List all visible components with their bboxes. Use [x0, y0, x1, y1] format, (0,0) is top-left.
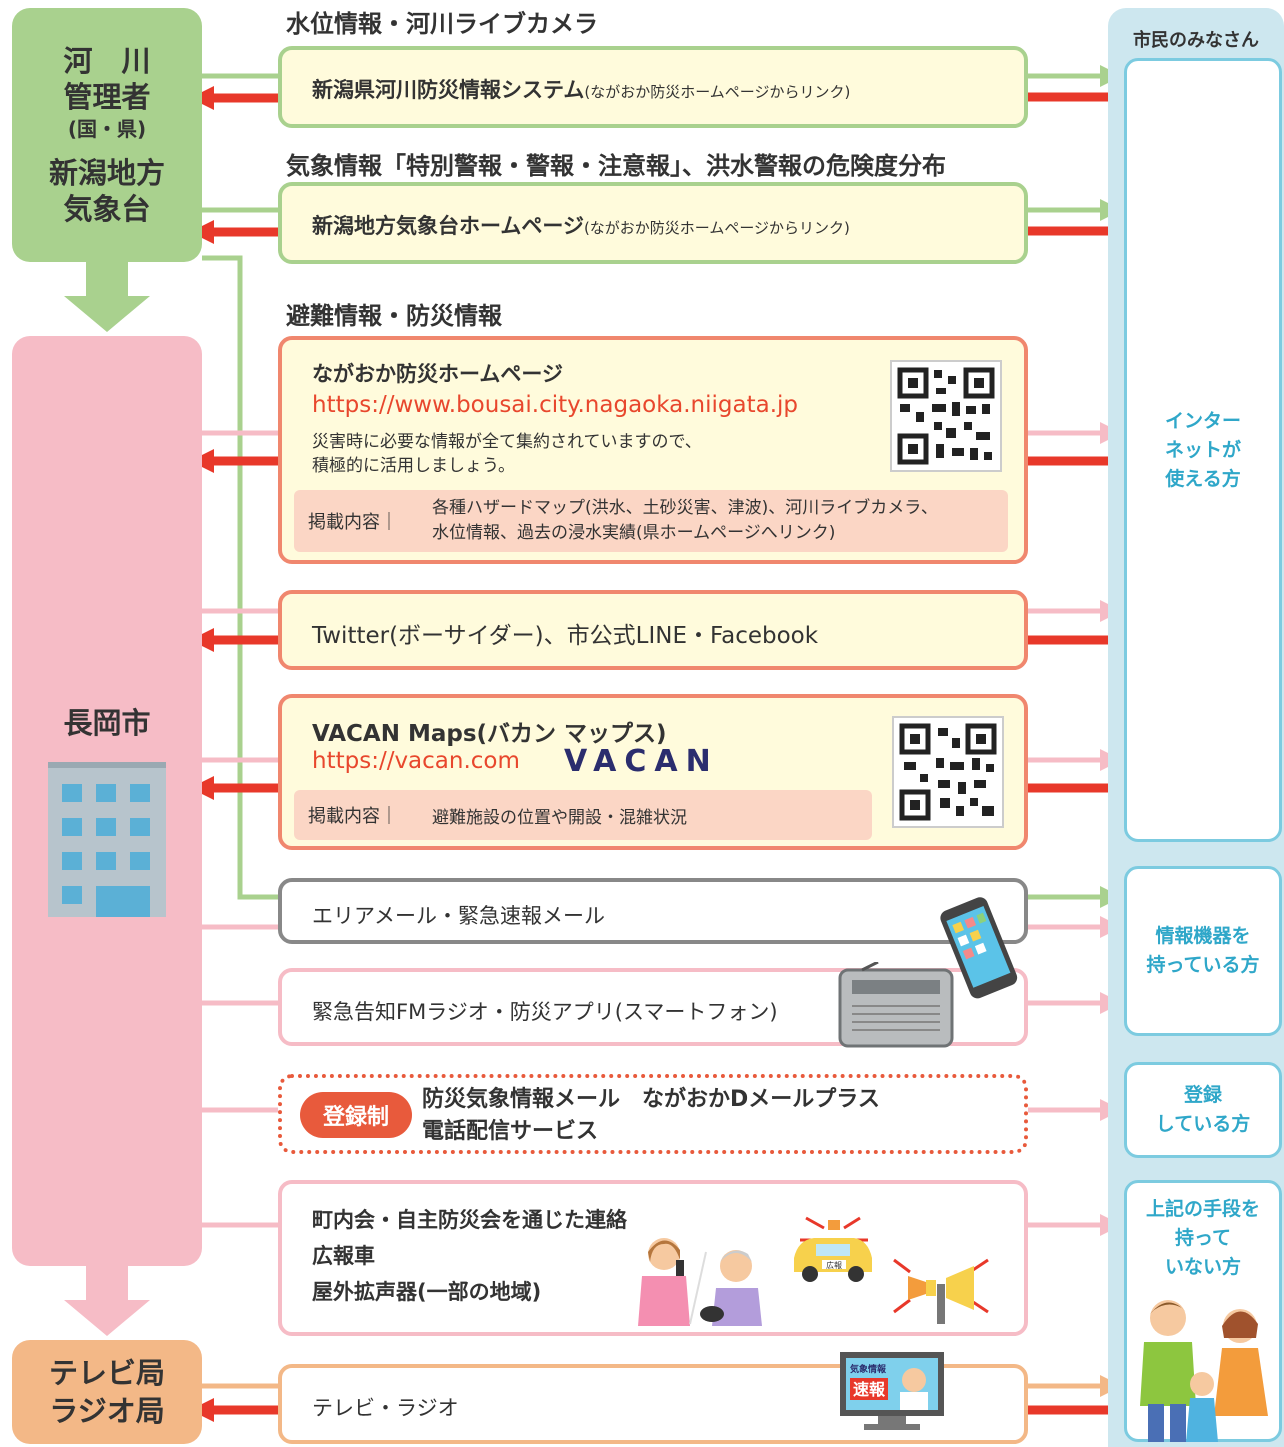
citizens-registered-box: 登録している方: [1124, 1062, 1282, 1158]
vacan-content-box: 掲載内容｜ 避難施設の位置や開設・混雑状況: [294, 790, 872, 840]
down-arrow-river-to-city: [64, 262, 150, 332]
none-line: いない方: [1164, 1256, 1241, 1278]
phone-call-illustration: [638, 1238, 762, 1326]
tv-icon: 気象情報 速報: [840, 1352, 944, 1430]
red-arrow-left: [190, 86, 214, 110]
citizens-title: 市民のみなさん: [1133, 30, 1259, 51]
devices-line: 持っている方: [1146, 954, 1260, 976]
tv-station-line1: テレビ局: [48, 1356, 165, 1390]
vacan-content-text: 避難施設の位置や開設・混雑状況: [432, 808, 687, 828]
section-title-evacuation: 避難情報・防災情報: [286, 302, 502, 330]
bousai-content-box: 掲載内容｜ 各種ハザードマップ(洪水、土砂災害、津波)、河川ライブカメラ、 水位…: [294, 490, 1008, 552]
internet-line: インター: [1164, 409, 1241, 432]
speaker-icon: [893, 1258, 989, 1324]
channel-jma-homepage: 新潟地方気象台ホームページ(ながおか防災ホームページからリンク): [278, 182, 1028, 264]
vacan-url[interactable]: https://vacan.com: [312, 748, 520, 774]
registration-line2: 電話配信サービス: [422, 1119, 599, 1144]
bousai-content-line1: 各種ハザードマップ(洪水、土砂災害、津波)、河川ライブカメラ、: [432, 498, 938, 518]
section-title-water: 水位情報・河川ライブカメラ: [286, 10, 598, 38]
fm-radio-text: 緊急告知FMラジオ・防災アプリ(スマートフォン): [312, 1000, 778, 1024]
qr-code-icon: [897, 367, 995, 465]
local-line3: 屋外拡声器(一部の地域): [312, 1280, 542, 1304]
citizens-devices-box: 情報機器を持っている方: [1124, 866, 1282, 1036]
local-text: 町内会・自主防災会を通じた連絡 広報車 屋外拡声器(一部の地域): [312, 1202, 627, 1310]
qr-code-vacan: [892, 716, 1004, 828]
channel-vacan: VACAN Maps(バカン マップス) https://vacan.com V…: [278, 694, 1028, 850]
registered-line: している方: [1155, 1113, 1251, 1135]
river-system-note: (ながおか防災ホームページからリンク): [584, 83, 851, 101]
qr-code-icon: [899, 723, 997, 821]
devices-line: 情報機器を: [1155, 925, 1251, 947]
bousai-content-text: 各種ハザードマップ(洪水、土砂災害、津波)、河川ライブカメラ、 水位情報、過去の…: [432, 496, 938, 546]
jma-hp-label: 新潟地方気象台ホームページ: [312, 214, 584, 238]
tv-radio-station-box: テレビ局 ラジオ局: [12, 1340, 202, 1444]
bousai-hp-desc: 災害時に必要な情報が全て集約されていますので、 積極的に活用しましょう。: [312, 430, 702, 478]
registration-text: 防災気象情報メール ながおかDメールプラス 電話配信サービス: [422, 1084, 880, 1148]
pr-car-label: 広報: [826, 1260, 842, 1270]
tv-radio-text: テレビ・ラジオ: [312, 1396, 459, 1420]
local-line2: 広報車: [312, 1244, 375, 1268]
jma-line1: 新潟地方: [48, 156, 165, 190]
sns-text: Twitter(ボーサイダー)、市公式LINE・Facebook: [312, 623, 819, 649]
city-box: 長岡市: [12, 336, 202, 1266]
tv-screen-label1: 気象情報: [850, 1363, 887, 1375]
channel-bousai-homepage: ながおか防災ホームページ https://www.bousai.city.nag…: [278, 336, 1028, 564]
registration-badge: 登録制: [300, 1092, 412, 1138]
pr-car-icon: 広報: [794, 1216, 872, 1282]
bousai-hp-title: ながおか防災ホームページ: [312, 362, 563, 386]
vacan-logo: VACAN: [564, 744, 719, 779]
local-line1: 町内会・自主防災会を通じた連絡: [312, 1208, 627, 1232]
radio-icon: [838, 962, 954, 1048]
river-admin-box: 河 川 管理者 (国・県) 新潟地方 気象台: [12, 8, 202, 262]
bousai-content-line2: 水位情報、過去の浸水実績(県ホームページへリンク): [432, 523, 836, 543]
family-illustration: [1140, 1300, 1268, 1442]
registered-line: 登録: [1183, 1084, 1222, 1106]
river-system-text: 新潟県河川防災情報システム(ながおか防災ホームページからリンク): [312, 74, 850, 104]
area-mail-text: エリアメール・緊急速報メール: [312, 904, 605, 928]
channel-river-system: 新潟県河川防災情報システム(ながおか防災ホームページからリンク): [278, 46, 1028, 128]
section-title-weather: 気象情報「特別警報・警報・注意報」、洪水警報の危険度分布: [286, 152, 946, 180]
internet-line: ネットが: [1164, 438, 1241, 461]
qr-code-bousai: [890, 360, 1002, 472]
city-building-icon: [48, 762, 166, 917]
smartphone-icon: [940, 897, 1018, 999]
registration-line1: 防災気象情報メール ながおかDメールプラス: [422, 1087, 880, 1112]
tv-screen-label2: 速報: [853, 1380, 886, 1399]
river-admin-line1: 河 川: [63, 44, 151, 78]
none-line: 上記の手段を: [1145, 1198, 1260, 1220]
vacan-title: VACAN Maps(バカン マップス): [312, 721, 667, 747]
channel-registration: 登録制 防災気象情報メール ながおかDメールプラス 電話配信サービス: [278, 1074, 1028, 1154]
citizens-internet-box: インターネットが使える方: [1124, 58, 1282, 842]
jma-connector-line: [202, 255, 278, 900]
jma-line2: 気象台: [63, 192, 151, 226]
channel-area-mail: エリアメール・緊急速報メール: [278, 878, 1028, 944]
jma-hp-text: 新潟地方気象台ホームページ(ながおか防災ホームページからリンク): [312, 210, 850, 240]
channel-sns: Twitter(ボーサイダー)、市公式LINE・Facebook: [278, 590, 1028, 670]
city-label: 長岡市: [63, 706, 151, 740]
river-admin-sub: (国・県): [67, 117, 147, 141]
bousai-hp-url[interactable]: https://www.bousai.city.nagaoka.niigata.…: [312, 392, 799, 418]
river-system-label: 新潟県河川防災情報システム: [312, 78, 585, 102]
bousai-desc-line1: 災害時に必要な情報が全て集約されていますので、: [312, 432, 702, 452]
jma-hp-note: (ながおか防災ホームページからリンク): [583, 219, 850, 237]
tv-station-line2: ラジオ局: [49, 1394, 165, 1428]
bousai-desc-line2: 積極的に活用しましょう。: [312, 456, 515, 476]
vacan-content-label: 掲載内容｜: [308, 806, 398, 827]
none-line: 持って: [1174, 1227, 1232, 1249]
down-arrow-city-to-tv: [64, 1266, 150, 1336]
bousai-content-label: 掲載内容｜: [308, 512, 398, 533]
internet-line: 使える方: [1165, 467, 1241, 490]
river-admin-line2: 管理者: [63, 80, 151, 114]
